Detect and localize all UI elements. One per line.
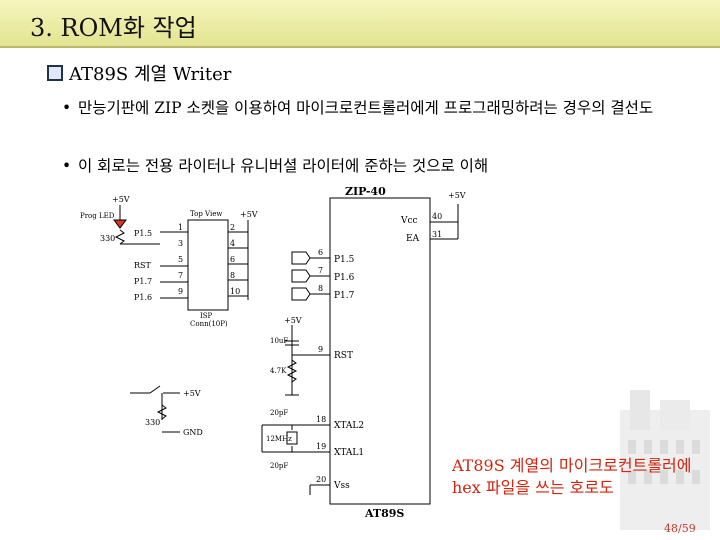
resistor-330-switch: 330 (145, 418, 160, 427)
vss-label: Vss (333, 481, 350, 491)
checkbox-bullet-icon (47, 65, 63, 81)
isp-pin-8: 8 (230, 271, 235, 280)
capacitor-20pf-bottom-label: 20pF (270, 462, 288, 470)
heading-text: AT89S 계열 Writer (69, 64, 232, 85)
section-heading: AT89S 계열 Writer (47, 60, 231, 86)
supply-label-rst: +5V (284, 316, 302, 325)
chip-name-label: AT89S (364, 507, 404, 520)
pin-number-p16: 7 (318, 266, 323, 275)
isp-conn-label: Conn(10P) (190, 320, 228, 328)
top-view-label: Top View (190, 210, 222, 218)
xtal1-label: XTAL1 (334, 448, 364, 458)
supply-label-switch: +5V (183, 389, 201, 398)
crystal-label: 12MHz (266, 435, 292, 443)
pin-number-p15: 6 (318, 248, 323, 257)
resistor-4k7-label: 4.7K (270, 367, 287, 375)
supply-label-isp: +5V (240, 210, 258, 219)
isp-pin-3: 3 (178, 239, 183, 248)
bullet-text-2: 이 회로는 전용 라이터나 유니버셜 라이터에 준하는 것으로 이해 (78, 157, 489, 175)
slide-title: 3. ROM화 작업 (30, 14, 197, 42)
pin-number-xtal1: 19 (316, 442, 326, 451)
isp-pin-4: 4 (230, 239, 235, 248)
page-number: 48/59 (664, 522, 696, 535)
p16-pin-label: P1.6 (334, 273, 355, 283)
prog-led-label: Prog LED (80, 212, 115, 220)
isp-pin-2: 2 (230, 223, 235, 232)
red-caption: AT89S 계열의 마이크로컨트롤러에 hex 파일을 쓰는 호로도 (452, 455, 720, 499)
pin-number-rst: 9 (318, 345, 323, 354)
caption-line-1: AT89S 계열의 마이크로컨트롤러에 (452, 456, 692, 475)
isp-pin-10: 10 (230, 287, 240, 296)
isp-connector-body (187, 219, 229, 311)
building-photo-watermark (620, 390, 710, 530)
p15-pin-label: P1.5 (334, 255, 355, 265)
isp-pin-6: 6 (230, 255, 235, 264)
isp-pin-1: 1 (178, 223, 183, 232)
capacitor-20pf-top-label: 20pF (270, 409, 288, 417)
bullet-dot-icon: • (62, 99, 72, 117)
vcc-label: Vcc (400, 216, 418, 226)
isp-pin-9: 9 (178, 287, 183, 296)
pin-number-xtal2: 18 (316, 415, 326, 424)
pin-number-vss: 20 (316, 475, 326, 484)
isp-left-label-p16: P1.6 (134, 293, 152, 302)
bullet-dot-icon: • (62, 157, 72, 175)
p17-pin-label: P1.7 (334, 291, 355, 301)
rst-pin-label: RST (334, 351, 353, 361)
bullet-text-1: 만능기판에 ZIP 소켓을 이용하여 마이크로컨트롤러에게 프로그래밍하려는 경… (78, 99, 654, 117)
capacitor-10uf-label: 10uF (270, 337, 288, 345)
resistor-330-led: 330 (100, 234, 115, 243)
chip-title-label: ZIP-40 (345, 185, 386, 198)
isp-pin-5: 5 (178, 255, 183, 264)
isp-left-label-rst: RST (134, 261, 152, 270)
supply-label-chip: +5V (448, 191, 466, 200)
isp-pin-7: 7 (178, 271, 183, 280)
isp-left-label-p15: P1.5 (134, 229, 152, 238)
xtal2-label: XTAL2 (334, 421, 364, 431)
gnd-label: GND (183, 428, 203, 437)
isp-left-label-p17: P1.7 (134, 277, 152, 286)
supply-label-led: +5V (112, 195, 130, 204)
caption-line-2: hex 파일을 쓰는 호로도 (452, 478, 614, 497)
ea-label: EA (406, 234, 420, 244)
pin-number-ea: 31 (432, 230, 442, 239)
pin-number-vcc: 40 (432, 212, 442, 221)
title-bar: 3. ROM화 작업 (0, 0, 720, 48)
isp-label: ISP (200, 312, 213, 320)
pin-number-p17: 8 (318, 284, 323, 293)
zip40-chip-body (329, 197, 431, 505)
